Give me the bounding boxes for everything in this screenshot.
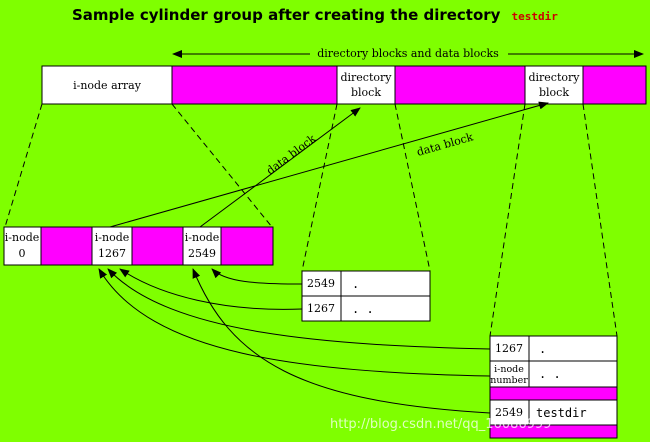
watermark-text: http://blog.csdn.net/qq_16086999	[330, 417, 551, 432]
inode-gap-2	[131, 226, 184, 266]
dir-table-2-gap	[489, 386, 618, 401]
dir-table-2-row-2	[489, 360, 618, 388]
data-block-pointers	[109, 101, 549, 228]
directory-block-2-line1: directory	[528, 71, 580, 84]
data-region-3	[582, 65, 647, 105]
directory-table-1: 2549 . 1267 . .	[301, 270, 431, 322]
expansion-lines	[4, 103, 618, 337]
span-label: directory blocks and data blocks	[317, 47, 499, 60]
directory-block-2	[524, 65, 584, 105]
entry-1267-dotdot-arrow	[119, 268, 303, 310]
data-region-2	[394, 65, 526, 105]
directory-table-2: 1267 . i-node number . . 2549 testdir	[489, 335, 618, 439]
dir-table-2-row-2-inode-line2: number	[490, 375, 528, 386]
inode-array-expand-left	[4, 103, 43, 228]
dir-table-2-row-1	[489, 335, 618, 362]
entry-2549-dot-arrow	[211, 268, 303, 285]
dir-block-1-expand-right	[394, 103, 431, 272]
inode-1267-to-dir-block-2-arrow	[109, 101, 549, 228]
dir-table-1-row-1	[301, 270, 431, 297]
dir-block-2-expand-left	[489, 103, 526, 337]
title-text: Sample cylinder group after creating the…	[72, 6, 501, 24]
title-code: testdir	[512, 10, 559, 23]
entry-1267-dot-arrow	[107, 268, 491, 350]
cylinder-group-row: i-node array directory block directory b…	[41, 65, 647, 105]
inode-gap-1	[40, 226, 93, 266]
dir-table-1-row-2-inode: 1267	[307, 302, 335, 315]
diagram-title: Sample cylinder group after creating the…	[72, 5, 558, 24]
inode-array-expand-right	[171, 103, 273, 228]
entry-testdir-arrow	[192, 268, 491, 414]
dir-table-2-row-3-inode: 2549	[495, 406, 523, 419]
entry-dotdot-arrow	[98, 268, 491, 377]
inode-0-line1: i-node	[5, 231, 40, 244]
inode-2549-to-dir-block-1-arrow	[199, 107, 361, 228]
directory-block-2-line2: block	[539, 86, 569, 99]
directory-block-1-line2: block	[351, 86, 381, 99]
data-region-1	[171, 65, 338, 105]
dir-block-2-expand-right	[582, 103, 618, 337]
dir-table-2-tail	[489, 424, 618, 439]
inode-1267-line1: i-node	[95, 231, 130, 244]
dir-table-2-row-2-inode-line1: i-node	[494, 364, 524, 375]
entry-to-inode-arrows	[98, 268, 491, 414]
inode-1267-box	[91, 226, 133, 266]
dir-table-1-row-2-name: . .	[352, 302, 374, 316]
dir-table-2-row-1-name: .	[539, 342, 546, 356]
inode-2549-line2: 2549	[188, 247, 216, 260]
data-block-label-2: data block	[415, 130, 475, 159]
inode-array-label: i-node array	[73, 79, 142, 92]
dir-block-1-expand-left	[301, 103, 338, 272]
dir-table-1-row-2	[301, 295, 431, 322]
directory-block-1-line1: directory	[340, 71, 392, 84]
inode-gap-3	[220, 226, 274, 266]
dir-table-2-row-3-name: testdir	[536, 406, 587, 420]
dir-table-1-row-1-inode: 2549	[307, 277, 335, 290]
dir-table-2-row-3	[489, 399, 618, 426]
dir-table-2-row-2-name: . .	[539, 367, 561, 381]
directory-block-1	[336, 65, 396, 105]
dir-table-2-row-1-inode: 1267	[495, 342, 523, 355]
inode-0-line2: 0	[19, 247, 26, 260]
inode-1267-line2: 1267	[98, 247, 126, 260]
inode-array-box	[41, 65, 173, 105]
inode-row: i-node 0 i-node 1267 i-node 2549	[3, 226, 274, 266]
inode-2549-line1: i-node	[185, 231, 220, 244]
dir-table-1-row-1-name: .	[352, 277, 359, 291]
